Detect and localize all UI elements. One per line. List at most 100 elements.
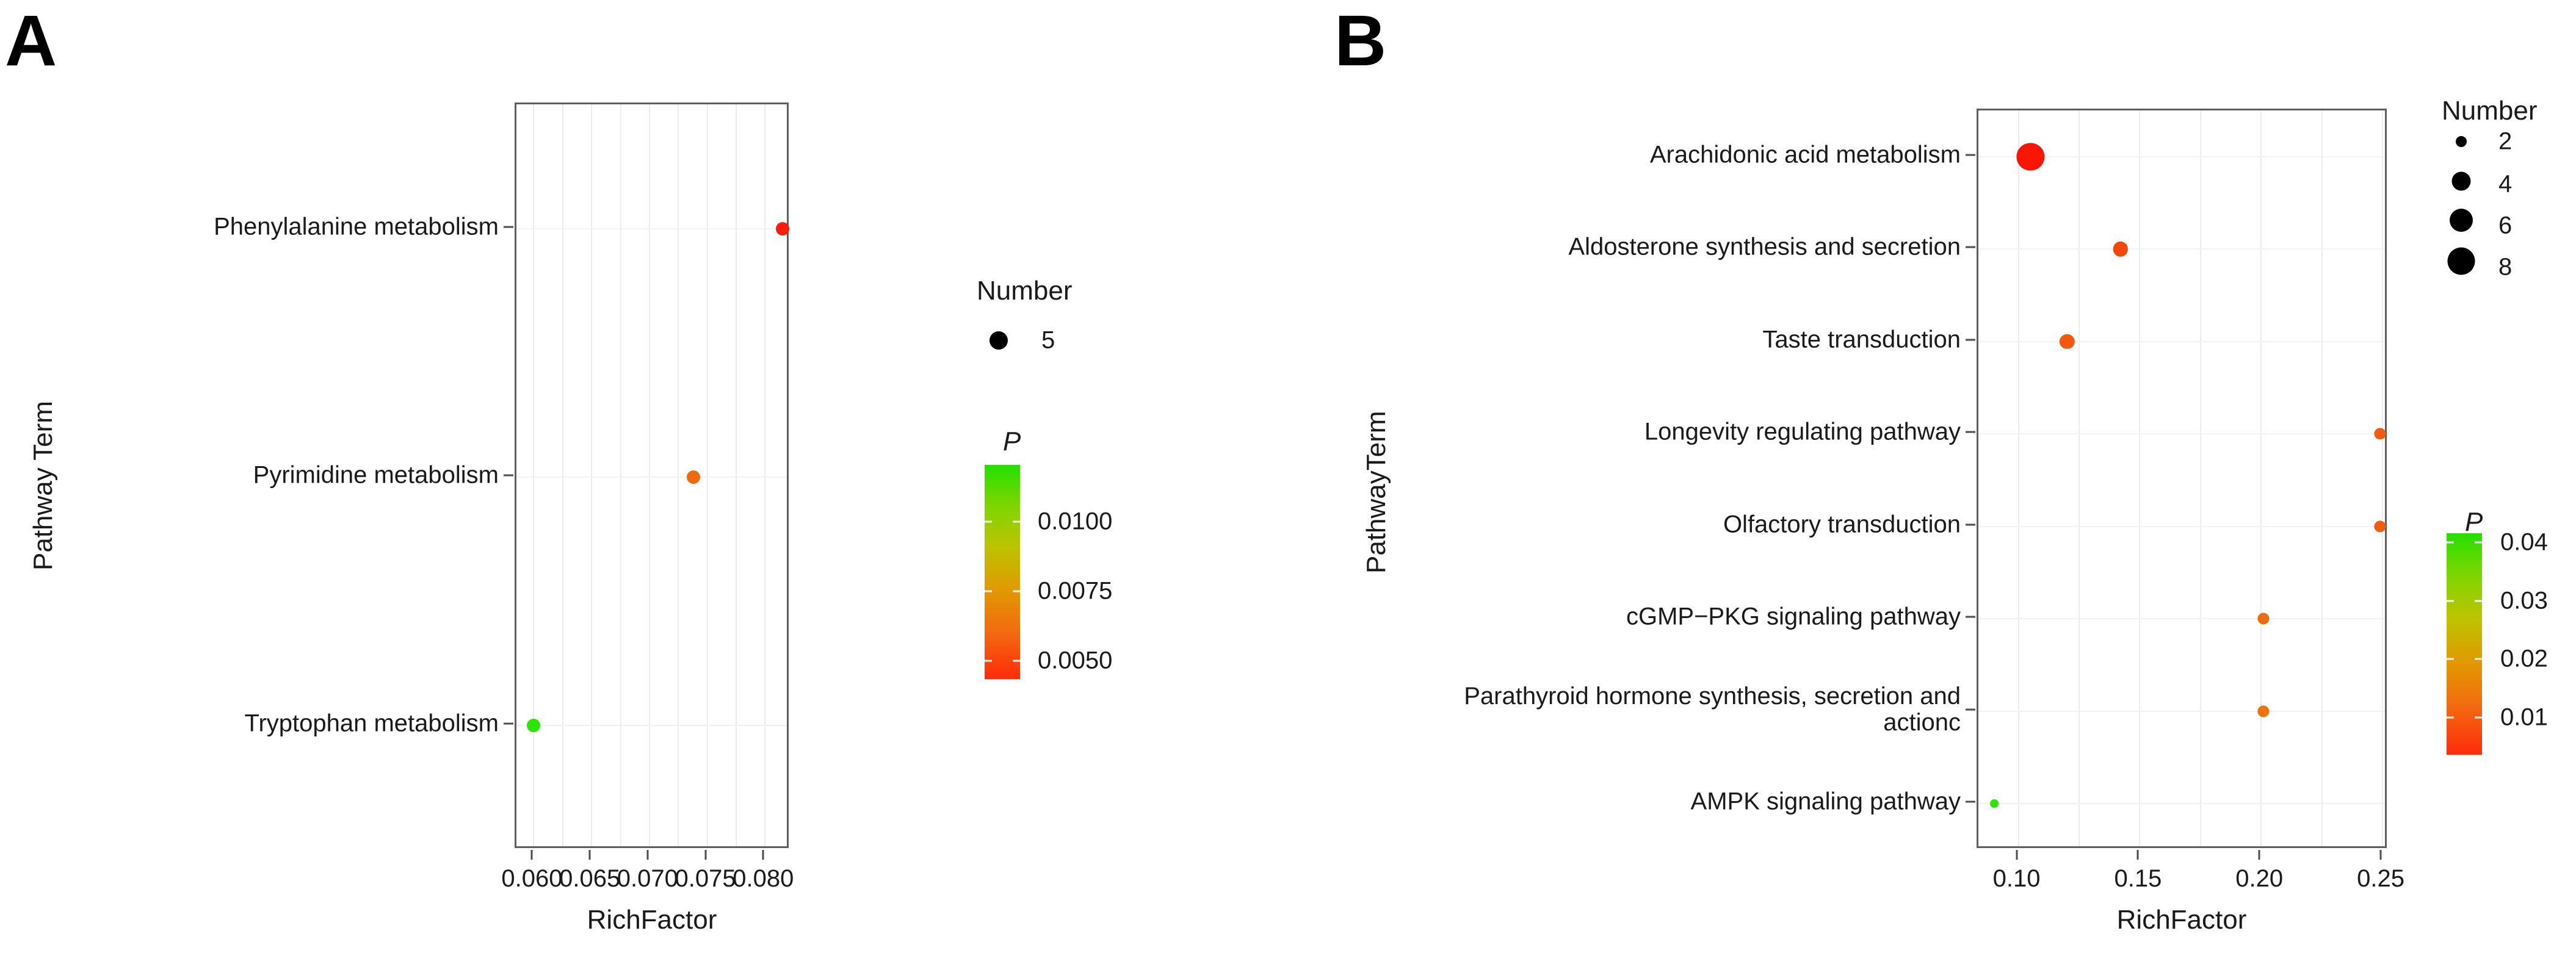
panel-b-size-legend-title: Number	[2442, 96, 2538, 126]
colorbar-tick	[2475, 600, 2482, 602]
scatter-point	[2059, 334, 2075, 349]
colorbar-label: 0.0050	[1038, 647, 1113, 674]
colorbar-tick	[2475, 658, 2482, 660]
panel-b-color-scale-bar	[2447, 533, 2482, 755]
y-axis-tick	[1966, 523, 1975, 526]
panel-b: B PathwayTerm RichFactor Number 2 4 6 8 …	[1251, 0, 2576, 964]
gridline-horizontal	[1978, 156, 2385, 157]
colorbar-label: 0.02	[2500, 645, 2548, 672]
panel-a-color-legend-title: P	[1003, 426, 1021, 456]
x-axis-tick	[2379, 850, 2382, 860]
x-axis-tick	[704, 850, 707, 860]
colorbar-tick	[985, 520, 992, 523]
x-axis-tick-label: 0.070	[617, 865, 678, 892]
colorbar-tick	[2447, 658, 2454, 660]
colorbar-tick	[2447, 600, 2454, 602]
panel-a-plot-area	[515, 103, 789, 848]
y-axis-tick	[1966, 154, 1975, 156]
scatter-point	[2257, 613, 2270, 625]
colorbar-label: 0.0100	[1038, 508, 1113, 535]
colorbar-tick	[2447, 716, 2454, 719]
y-axis-tick	[1966, 246, 1975, 248]
y-axis-tick-label: Pyrimidine metabolism	[253, 461, 499, 489]
size-legend-label: 8	[2498, 253, 2513, 281]
gridline-vertical	[735, 104, 737, 846]
size-legend-dot	[2450, 209, 2473, 232]
scatter-point	[2374, 520, 2386, 533]
gridline-horizontal	[516, 228, 787, 229]
gridline-vertical	[620, 104, 621, 846]
gridline-horizontal	[516, 477, 787, 478]
colorbar-tick	[2475, 541, 2482, 544]
scatter-point	[2113, 242, 2128, 257]
scatter-point	[2374, 428, 2386, 440]
colorbar-tick	[985, 590, 992, 592]
scatter-point	[527, 719, 541, 733]
x-axis-tick-label: 0.15	[2114, 865, 2162, 892]
y-axis-tick	[1966, 708, 1975, 711]
x-axis-tick	[762, 850, 764, 860]
size-legend-label: 2	[2498, 128, 2513, 155]
y-axis-tick-label: Olfactory transduction	[1723, 511, 1961, 538]
y-axis-tick-label: Tryptophan metabolism	[244, 710, 499, 737]
y-axis-tick-label: Arachidonic acid metabolism	[1649, 141, 1961, 168]
scatter-point	[1989, 799, 1999, 808]
gridline-horizontal	[516, 725, 787, 727]
panel-b-letter: B	[1334, 1, 1386, 81]
x-axis-tick-label: 0.080	[733, 865, 794, 892]
colorbar-tick	[985, 660, 992, 662]
y-axis-tick-label: cGMP−PKG signaling pathway	[1626, 603, 1961, 630]
colorbar-tick	[1013, 660, 1020, 662]
x-axis-tick	[2136, 850, 2139, 860]
y-axis-tick-label: Phenylalanine metabolism	[214, 213, 499, 240]
size-legend-dot	[990, 331, 1008, 350]
gridline-horizontal	[1978, 433, 2385, 435]
size-legend-label: 5	[1041, 326, 1055, 354]
scatter-point	[2257, 705, 2270, 718]
colorbar-label: 0.01	[2500, 703, 2548, 731]
colorbar-tick	[2475, 716, 2482, 719]
gridline-vertical	[2321, 110, 2323, 846]
x-axis-tick	[646, 850, 649, 860]
colorbar-label: 0.03	[2500, 587, 2548, 614]
colorbar-tick	[1013, 520, 1020, 523]
y-axis-tick-label: Aldosterone synthesis and secretion	[1568, 233, 1961, 261]
x-axis-tick-label: 0.25	[2357, 865, 2404, 892]
size-legend-dot	[2447, 247, 2475, 275]
panel-a: A Pathway Term RichFactor Number 5 P 0.0…	[0, 0, 1251, 964]
gridline-vertical	[648, 104, 650, 846]
y-axis-tick	[1966, 339, 1975, 341]
gridline-vertical	[678, 104, 679, 846]
panel-a-size-legend-title: Number	[977, 276, 1073, 306]
gridline-vertical	[2382, 110, 2384, 846]
panel-a-color-scale-bar	[985, 465, 1020, 679]
gridline-horizontal	[1978, 525, 2385, 527]
panel-b-plot-area	[1977, 109, 2387, 848]
gridline-vertical	[2199, 110, 2201, 846]
gridline-vertical	[2260, 110, 2262, 846]
panel-a-x-axis-title: RichFactor	[587, 905, 717, 935]
x-axis-tick-label: 0.065	[559, 865, 621, 892]
x-axis-tick	[530, 850, 533, 860]
y-axis-tick-label: Taste transduction	[1762, 326, 1961, 353]
size-legend-label: 6	[2498, 212, 2513, 239]
size-legend-dot	[2456, 136, 2467, 147]
gridline-vertical	[533, 104, 535, 846]
panel-a-letter: A	[5, 1, 57, 81]
size-legend-label: 4	[2498, 170, 2513, 198]
panel-b-x-axis-title: RichFactor	[2116, 905, 2247, 935]
colorbar-tick	[2447, 541, 2454, 544]
y-axis-tick	[1966, 431, 1975, 433]
gridline-horizontal	[1978, 618, 2385, 620]
x-axis-tick-label: 0.060	[501, 865, 563, 892]
gridline-horizontal	[1978, 248, 2385, 250]
colorbar-label: 0.0075	[1038, 577, 1113, 605]
y-axis-tick	[504, 226, 513, 228]
gridline-vertical	[2079, 110, 2080, 846]
gridline-vertical	[764, 104, 766, 846]
colorbar-tick	[1013, 590, 1020, 592]
gridline-vertical	[2139, 110, 2141, 846]
size-legend-dot	[2451, 171, 2471, 191]
gridline-vertical	[2017, 110, 2019, 846]
gridline-vertical	[562, 104, 563, 846]
